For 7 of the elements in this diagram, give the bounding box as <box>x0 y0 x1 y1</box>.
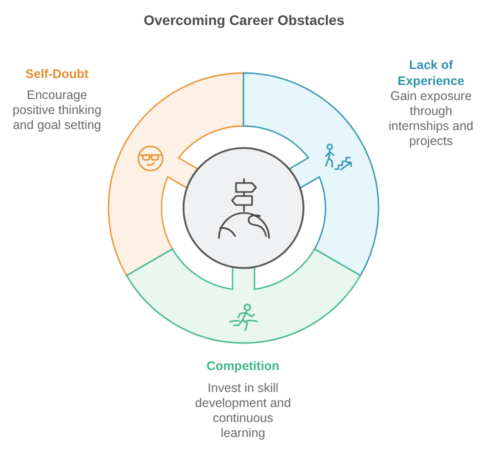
segment-description: Encourage positive thinking and goal setting <box>12 88 102 133</box>
diagram-title: Overcoming Career Obstacles <box>142 12 346 29</box>
segment-heading: Competition <box>206 358 280 374</box>
segment-heading: Lack of Experience <box>396 57 466 89</box>
segment-heading: Self-Doubt <box>24 66 90 82</box>
segment-description: Invest in skill development and continuous learning <box>194 381 292 441</box>
segment-description: Gain exposure through internships and projects <box>388 89 474 149</box>
